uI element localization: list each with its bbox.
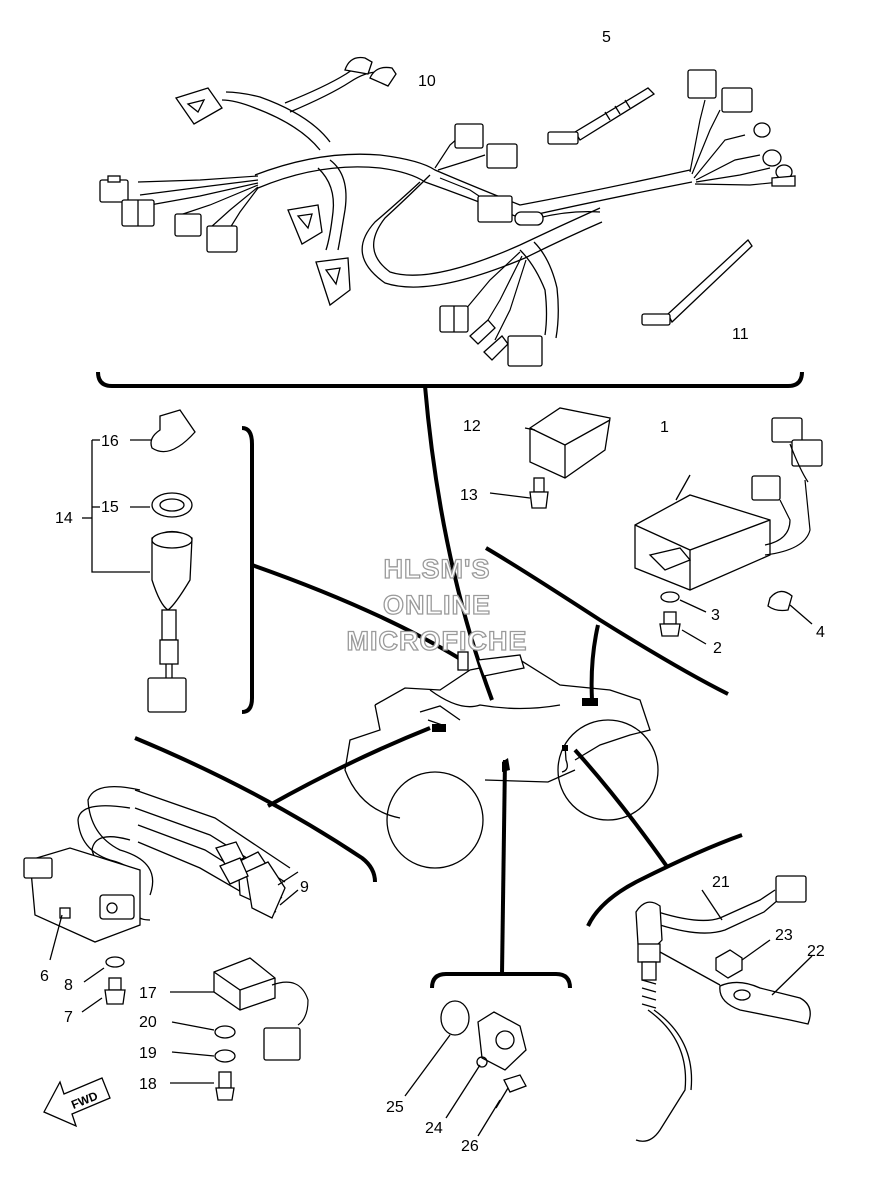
callout-15: 15 bbox=[101, 499, 119, 516]
section-brackets bbox=[96, 371, 804, 989]
main-switch-assembly bbox=[82, 409, 196, 713]
rectifier-and-cdi bbox=[489, 407, 823, 645]
callout-10: 10 bbox=[418, 73, 436, 90]
callout-12: 12 bbox=[463, 418, 481, 435]
callout-11: 11 bbox=[732, 326, 749, 343]
callout-16: 16 bbox=[101, 433, 119, 450]
watermark: HLSM'S ONLINE MICROFICHE bbox=[346, 553, 528, 656]
callout-7: 7 bbox=[64, 1009, 73, 1026]
callout-25: 25 bbox=[386, 1099, 404, 1116]
callout-1: 1 bbox=[660, 419, 669, 436]
watermark-line2: ONLINE bbox=[383, 590, 491, 620]
callout-24: 24 bbox=[425, 1120, 443, 1137]
callout-3: 3 bbox=[711, 607, 720, 624]
forward-direction-arrow: FWD bbox=[43, 1077, 111, 1128]
callout-22: 22 bbox=[807, 943, 825, 960]
vehicle-outline bbox=[344, 651, 659, 869]
cable-ties bbox=[547, 87, 753, 326]
callout-14: 14 bbox=[55, 510, 73, 527]
callout-18: 18 bbox=[139, 1076, 157, 1093]
callout-5: 5 bbox=[602, 29, 611, 46]
callout-13: 13 bbox=[460, 487, 478, 504]
callout-17: 17 bbox=[139, 985, 157, 1002]
callout-26: 26 bbox=[461, 1138, 479, 1155]
watermark-line3: MICROFICHE bbox=[347, 626, 528, 656]
watermark-line1: HLSM'S bbox=[384, 554, 491, 584]
callout-21: 21 bbox=[712, 874, 730, 891]
neutral-switch-assembly bbox=[404, 1000, 527, 1137]
callout-8: 8 bbox=[64, 977, 73, 994]
callout-9: 9 bbox=[300, 879, 309, 896]
callout-2: 2 bbox=[713, 640, 722, 657]
relay-assembly bbox=[170, 957, 309, 1101]
wire-harness bbox=[99, 56, 796, 367]
callout-20: 20 bbox=[139, 1014, 157, 1031]
brake-switch-assembly bbox=[635, 875, 813, 1142]
callout-labels: 1 2 3 4 5 6 7 8 9 10 11 12 13 14 15 16 1… bbox=[40, 29, 825, 1155]
callout-6: 6 bbox=[40, 968, 49, 985]
callout-19: 19 bbox=[139, 1045, 157, 1062]
ignition-coil-assembly bbox=[23, 786, 299, 1013]
callout-23: 23 bbox=[775, 927, 793, 944]
callout-4: 4 bbox=[816, 624, 825, 641]
